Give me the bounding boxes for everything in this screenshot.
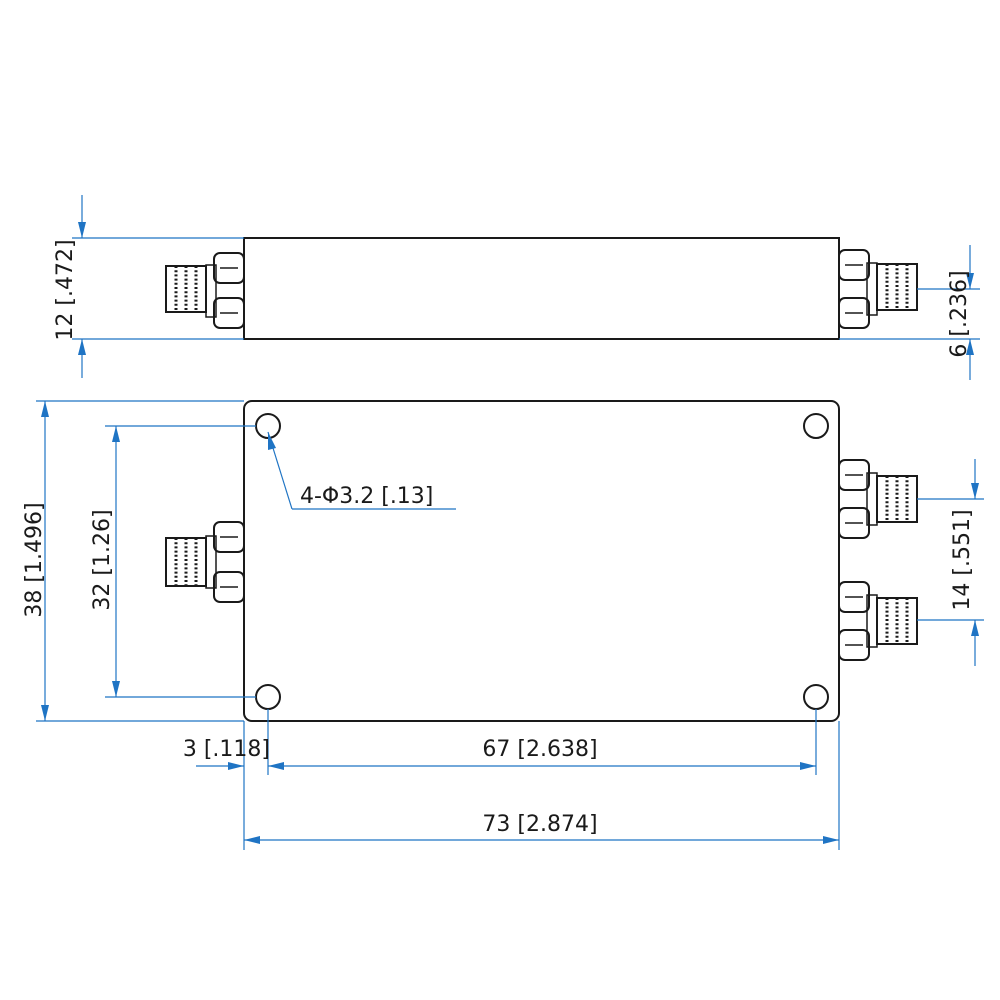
input-connector <box>165 521 245 603</box>
arrow-head <box>112 426 120 442</box>
mounting-hole-bottom-left <box>255 684 281 710</box>
dim-label-hole-callout: 4-Φ3.2 [.13] <box>300 484 433 509</box>
arrow-head <box>966 339 974 355</box>
side-right-connector <box>838 249 918 329</box>
arrow-head <box>966 273 974 289</box>
side-left-connector <box>165 252 245 329</box>
arrow-head <box>112 681 120 697</box>
input-threaded-barrel <box>165 537 207 587</box>
mounting-hole-bottom-right <box>803 684 829 710</box>
dim-label-hole-edge-offset: 3 [.118] <box>183 737 270 762</box>
output-connector-1 <box>838 459 918 539</box>
dim-label-length-total: 73 [2.874] <box>482 812 597 837</box>
arrow-head <box>268 432 276 450</box>
arrow-head <box>41 401 49 417</box>
dim-label-connector-offset: 6 [.236] <box>947 270 972 357</box>
side-view-body <box>243 237 840 340</box>
top-view-body <box>243 400 840 722</box>
mounting-hole-top-right <box>803 413 829 439</box>
arrow-head <box>971 483 979 499</box>
arrow-head <box>228 762 244 770</box>
top-view: 38 [1.496] 32 [1.26] 4-Φ3.2 [.13] 14 <box>22 400 984 850</box>
dim-label-port-spacing: 14 [.551] <box>950 509 975 610</box>
dim-label-width-total: 38 [1.496] <box>22 502 47 617</box>
dim-label-hole-spacing-horizontal: 67 [2.638] <box>482 737 597 762</box>
arrow-head <box>41 705 49 721</box>
dim-port-spacing: 14 [.551] <box>917 459 984 666</box>
dim-label-height-side: 12 [.472] <box>53 239 78 340</box>
hole-callout: 4-Φ3.2 [.13] <box>267 431 456 510</box>
arrow-head <box>244 836 260 844</box>
dim-hole-spacing-horizontal: 67 [2.638] <box>268 737 816 770</box>
arrow-head <box>800 762 816 770</box>
arrow-head <box>971 620 979 636</box>
arrow-head <box>823 836 839 844</box>
side-view: 12 [.472] 6 [.236] <box>53 195 980 380</box>
dim-height-side: 12 [.472] <box>53 195 244 378</box>
dim-hole-spacing-vertical: 32 [1.26] <box>90 425 256 698</box>
dim-width-total: 38 [1.496] <box>22 400 244 722</box>
output-connector-2 <box>838 581 918 661</box>
dim-hole-edge-offset: 3 [.118] <box>183 737 270 770</box>
dim-label-hole-spacing-vertical: 32 [1.26] <box>90 509 115 610</box>
arrow-head <box>78 222 86 238</box>
dim-connector-offset: 6 [.236] <box>839 245 980 380</box>
arrow-head <box>78 339 86 355</box>
arrow-head <box>268 762 284 770</box>
dim-length-total: 73 [2.874] <box>244 812 839 844</box>
